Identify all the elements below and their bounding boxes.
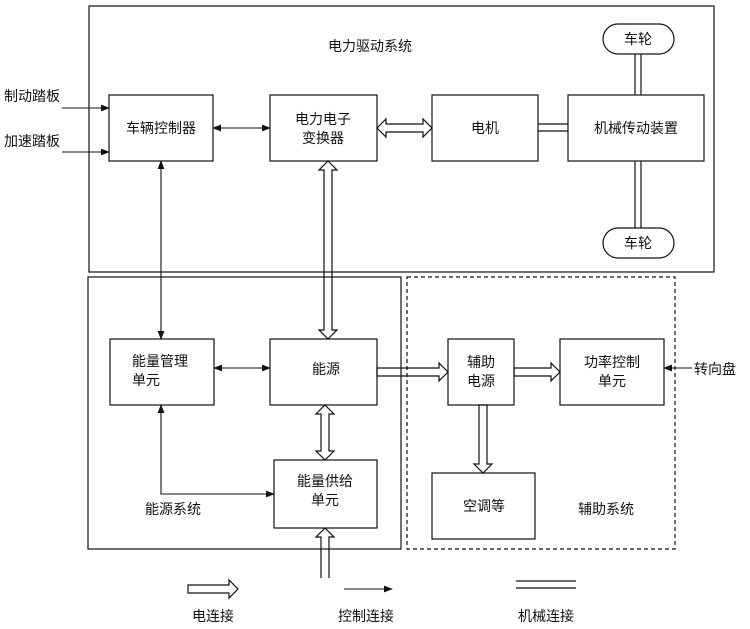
wheel-bottom-label: 车轮: [624, 235, 652, 252]
energy-management-label-1: 能量管理: [132, 354, 188, 370]
steering-wheel-label: 转向盘: [694, 361, 736, 378]
power-converter-block: [269, 94, 378, 162]
wheel-bottom: [602, 227, 675, 259]
transmission-label: 机械传动装置: [594, 121, 678, 137]
legend-control-label: 控制连接: [338, 608, 394, 625]
control-ems-supply: [157, 404, 275, 498]
energy-management-block: [109, 338, 215, 406]
power-converter-label-2: 变换器: [302, 130, 344, 147]
motor-label: 电机: [471, 121, 499, 137]
electric-input-supply: [314, 527, 336, 578]
transmission-block: [567, 94, 705, 162]
electric-link-converter-motor: [376, 117, 433, 139]
power-control-block: [559, 338, 665, 406]
legend-electric-symbol: [187, 578, 239, 600]
aux-power-label-1: 辅助: [467, 355, 495, 371]
electric-link-source-supply: [314, 404, 336, 461]
vehicle-controller-label: 车辆控制器: [126, 120, 196, 137]
power-control-label-2: 单元: [598, 374, 626, 390]
energy-system-label: 能源系统: [145, 502, 201, 518]
energy-supply-label-1: 能量供给: [297, 474, 353, 490]
auxiliary-system-label: 辅助系统: [578, 502, 634, 518]
wheel-top-label: 车轮: [624, 31, 652, 48]
accel-pedal-label: 加速踏板: [4, 134, 60, 150]
aux-power-label-2: 电源: [467, 374, 495, 390]
legend-electric-label: 电连接: [192, 608, 234, 625]
energy-system-frame: [87, 276, 402, 550]
power-drive-system-label: 电力驱动系统: [328, 39, 412, 55]
power-converter-label-1: 电力电子: [295, 112, 351, 128]
air-conditioning-label: 空调等: [463, 498, 505, 515]
brake-pedal-label: 制动踏板: [4, 89, 60, 105]
electric-link-aux-ac: [472, 404, 494, 474]
auxiliary-system-frame: [406, 276, 676, 550]
energy-management-label-2: 单元: [132, 373, 160, 389]
power-drive-system-frame: [88, 5, 715, 273]
energy-source-label: 能源: [312, 362, 340, 378]
power-control-label-1: 功率控制: [584, 354, 640, 371]
aux-power-block: [447, 338, 515, 406]
legend-mechanical-label: 机械连接: [518, 608, 574, 625]
energy-supply-label-2: 单元: [311, 493, 339, 509]
electric-link-converter-source: [317, 160, 339, 340]
wheel-top: [602, 23, 675, 55]
electric-link-aux-powercontrol: [513, 361, 561, 383]
electric-link-source-aux: [376, 361, 449, 383]
